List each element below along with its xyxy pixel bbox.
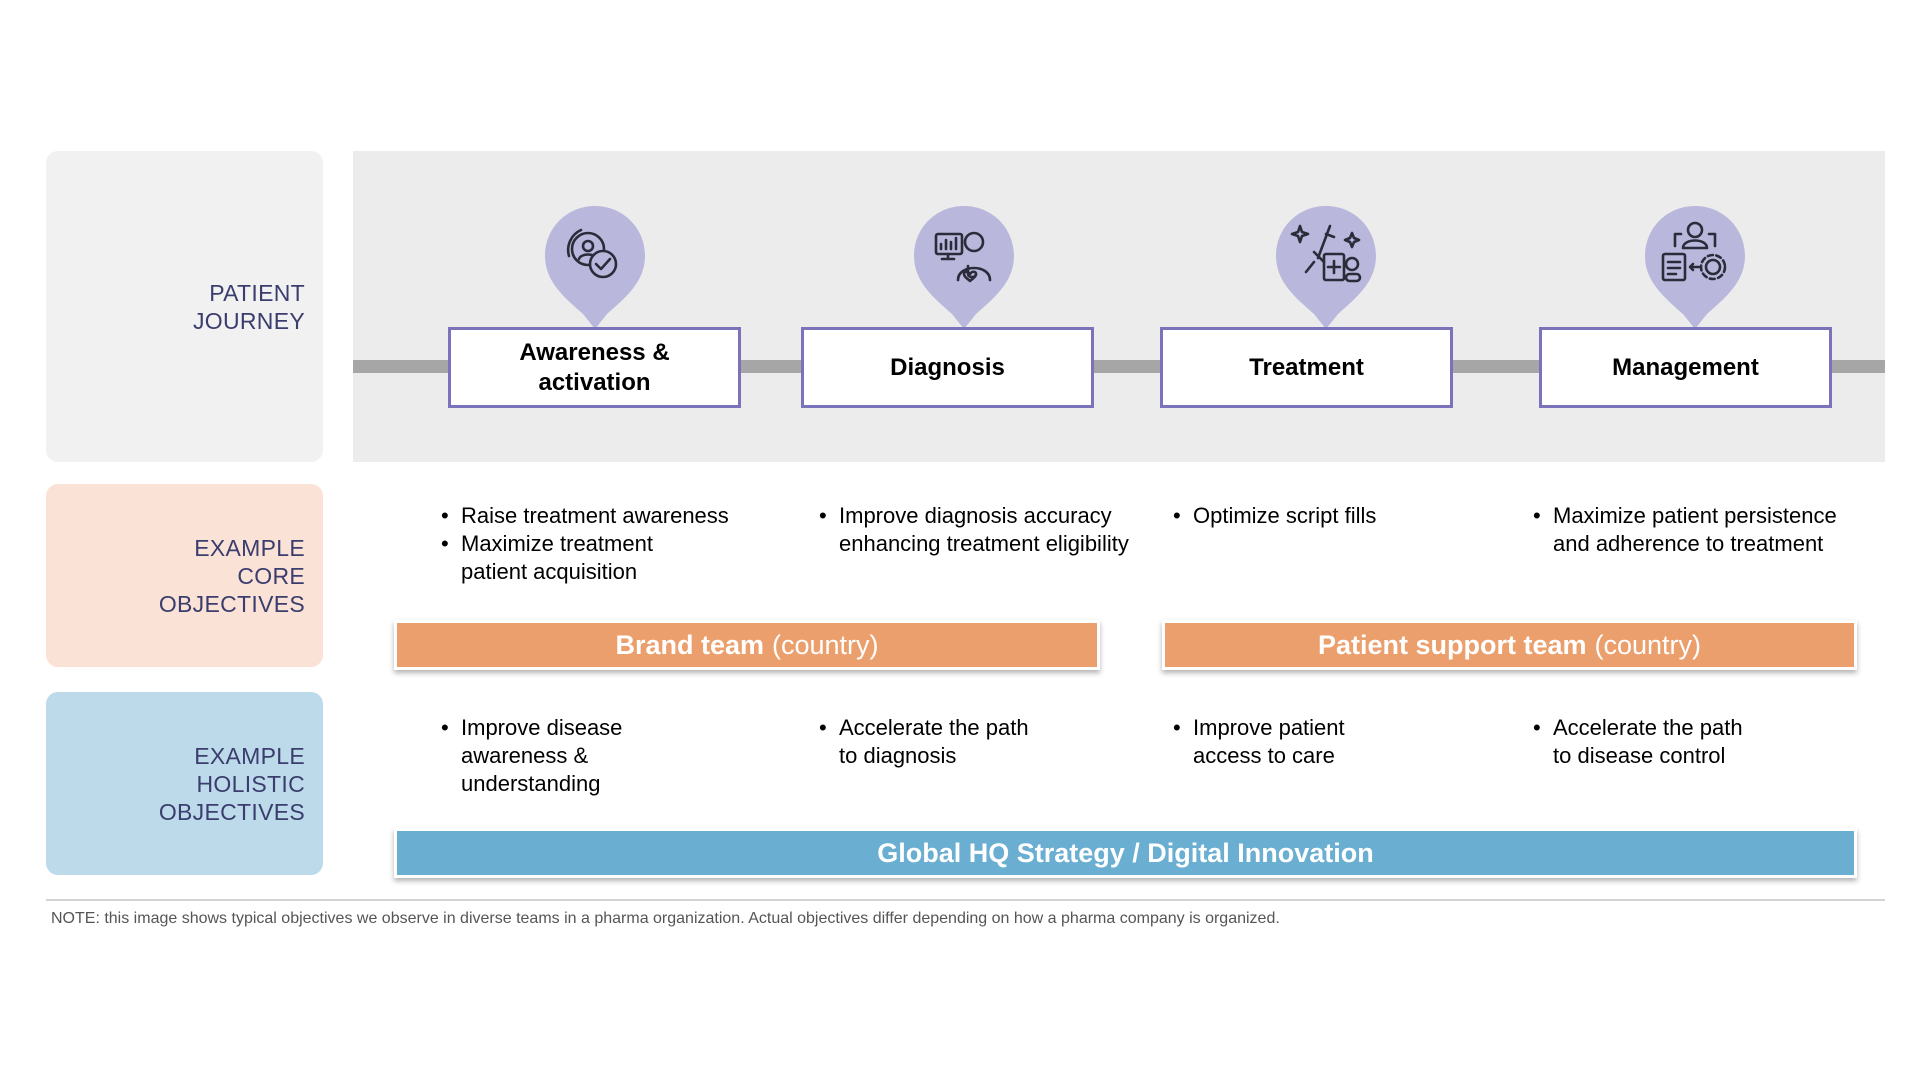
footer-note: NOTE: this image shows typical objective… (51, 910, 1280, 927)
band-title: Patient support team (1317, 629, 1587, 660)
objective-item: Maximize treatment patient acquisition (441, 530, 771, 586)
footer-divider (46, 899, 1885, 901)
objective-item: Maximize patient persistence and adheren… (1533, 502, 1883, 558)
row-label-text: PATIENT JOURNEY (192, 279, 305, 334)
objective-item: Optimize script fills (1173, 502, 1503, 530)
stage-label: Management (1612, 353, 1759, 381)
objective-item: Raise treatment awareness (441, 502, 771, 530)
row-label-text: EXAMPLE CORE OBJECTIVES (158, 534, 305, 617)
objective-item: Improve diagnosis accuracy enhancing tre… (819, 502, 1159, 558)
holistic-objectives-management: Accelerate the path to disease control (1533, 714, 1863, 770)
row-label-core-objectives: EXAMPLE CORE OBJECTIVES (46, 484, 323, 667)
patient-support-team-band: Patient support team (country) (1162, 620, 1857, 670)
objective-item: Improve disease awareness & understandin… (441, 714, 771, 798)
stage-awareness-activation: Awareness & activation (448, 327, 741, 408)
stage-treatment: Treatment (1160, 327, 1453, 408)
syringe-medication-icon (1272, 204, 1380, 331)
band-subtitle: (country) (1594, 629, 1702, 660)
band-title: Global HQ Strategy / Digital Innovation (877, 837, 1374, 868)
stage-label: Diagnosis (890, 353, 1005, 381)
holistic-objectives-diagnosis: Accelerate the path to diagnosis (819, 714, 1149, 770)
awareness-check-icon (541, 204, 649, 331)
row-label-holistic-objectives: EXAMPLE HOLISTIC OBJECTIVES (46, 692, 323, 875)
stage-label: Treatment (1249, 353, 1364, 381)
core-objectives-diagnosis: Improve diagnosis accuracy enhancing tre… (819, 502, 1159, 558)
stage-label: Awareness & activation (519, 338, 670, 396)
objective-item: Accelerate the path to diagnosis (819, 714, 1149, 770)
holistic-objectives-awareness: Improve disease awareness & understandin… (441, 714, 771, 798)
brand-team-band: Brand team (country) (394, 620, 1100, 670)
band-subtitle: (country) (772, 629, 879, 660)
objective-item: Accelerate the path to disease control (1533, 714, 1863, 770)
stage-diagnosis: Diagnosis (801, 327, 1094, 408)
doctor-monitor-icon (910, 204, 1018, 331)
stage-management: Management (1539, 327, 1832, 408)
row-label-text: EXAMPLE HOLISTIC OBJECTIVES (158, 742, 305, 825)
patient-management-gear-icon (1641, 204, 1749, 331)
global-hq-band: Global HQ Strategy / Digital Innovation (394, 828, 1857, 878)
row-label-patient-journey: PATIENT JOURNEY (46, 151, 323, 462)
band-title: Brand team (615, 629, 764, 660)
core-objectives-treatment: Optimize script fills (1173, 502, 1503, 530)
holistic-objectives-treatment: Improve patient access to care (1173, 714, 1503, 770)
objective-item: Improve patient access to care (1173, 714, 1503, 770)
core-objectives-awareness: Raise treatment awareness Maximize treat… (441, 502, 771, 586)
core-objectives-management: Maximize patient persistence and adheren… (1533, 502, 1883, 558)
